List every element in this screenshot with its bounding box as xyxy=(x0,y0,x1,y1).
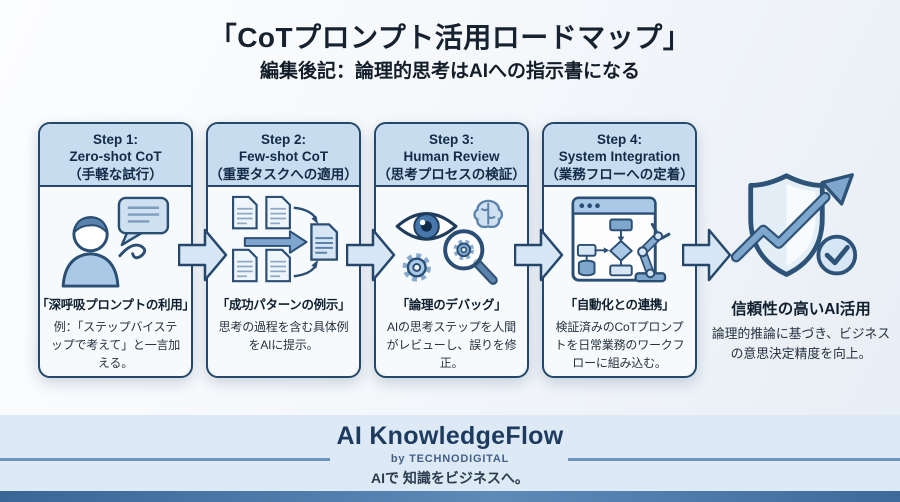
step-2-name: Few-shot CoT xyxy=(238,149,329,165)
flow-arrow-4 xyxy=(682,228,732,282)
documents-merge-icon xyxy=(225,192,343,292)
step-1-sub: （手軽な試行） xyxy=(68,166,163,182)
brand-tagline: AIで 知識をビジネスへ。 xyxy=(371,470,529,486)
workflow-robot-icon xyxy=(561,192,679,292)
step-3-name: Human Review xyxy=(403,149,500,165)
review-magnifier-icon xyxy=(393,192,511,292)
outcome-body: 論理的推論に基づき、ビジネスの意思決定精度を向上。 xyxy=(711,326,891,361)
step-card-4: Step 4: System Integration （業務フローへの定着） xyxy=(542,122,697,378)
step-4-heading: 「自動化との連携」 xyxy=(564,298,675,312)
page-title: 「CoTプロンプト活用ロードマップ」 xyxy=(208,22,692,53)
flow-arrow-1 xyxy=(178,228,228,282)
shield-growth-icon xyxy=(726,170,876,293)
step-4-body: 検証済みのCoTプロンプトを日常業務のワークフローに組み込む。 xyxy=(554,320,685,370)
page-subtitle: 編集後記：論理的思考はAIへの指示書になる xyxy=(259,61,640,82)
footer-band: AI KnowledgeFlow by TECHNODIGITAL AIで 知識… xyxy=(0,415,900,502)
step-4-header: Step 4: System Integration （業務フローへの定着） xyxy=(544,124,695,187)
step-2-label: Step 2: xyxy=(260,132,306,147)
bottom-accent-bar xyxy=(0,491,900,502)
step-4-name: System Integration xyxy=(558,149,681,165)
flow-arrow-3 xyxy=(514,228,564,282)
step-2-sub: （重要タスクへの適用） xyxy=(209,166,358,182)
step-3-sub: （思考プロセスの検証） xyxy=(377,166,526,182)
step-3-label: Step 3: xyxy=(428,132,474,147)
step-2-header: Step 2: Few-shot CoT （重要タスクへの適用） xyxy=(208,124,359,187)
step-3-heading: 「論理のデバッグ」 xyxy=(396,298,507,312)
step-1-name: Zero-shot CoT xyxy=(69,149,162,165)
step-card-1: Step 1: Zero-shot CoT （手軽な試行） 「深呼吸プロンプトの… xyxy=(38,122,193,378)
step-3-header: Step 3: Human Review （思考プロセスの検証） xyxy=(376,124,527,187)
step-card-3: Step 3: Human Review （思考プロセスの検証） xyxy=(374,122,529,378)
step-2-heading: 「成功パターンの例示」 xyxy=(216,298,351,312)
brand-byline: by TECHNODIGITAL xyxy=(390,453,510,465)
step-1-heading: 「深呼吸プロンプトの利用」 xyxy=(38,298,193,312)
person-speech-icon xyxy=(57,192,175,292)
step-card-2: Step 2: Few-shot CoT （重要タスクへの適用） xyxy=(206,122,361,378)
step-1-body: 例：「ステップバイステップで考えて」と一言加える。 xyxy=(50,320,181,370)
divider-line-right xyxy=(568,458,900,461)
outcome-heading: 信頼性の高いAI活用 xyxy=(731,301,871,318)
brand-name: AI KnowledgeFlow xyxy=(336,422,564,450)
step-1-label: Step 1: xyxy=(92,132,138,147)
flow-arrow-2 xyxy=(346,228,396,282)
outcome-section: 信頼性の高いAI活用 論理的推論に基づき、ビジネスの意思決定精度を向上。 xyxy=(708,170,894,364)
step-3-body: AIの思考ステップを人間がレビューし、誤りを修正。 xyxy=(386,320,517,370)
step-2-body: 思考の過程を含む具体例をAIに提示。 xyxy=(218,320,349,352)
step-4-label: Step 4: xyxy=(596,132,642,147)
step-1-header: Step 1: Zero-shot CoT （手軽な試行） xyxy=(40,124,191,187)
step-4-sub: （業務フローへの定着） xyxy=(545,166,694,182)
divider-line-left xyxy=(0,458,330,461)
